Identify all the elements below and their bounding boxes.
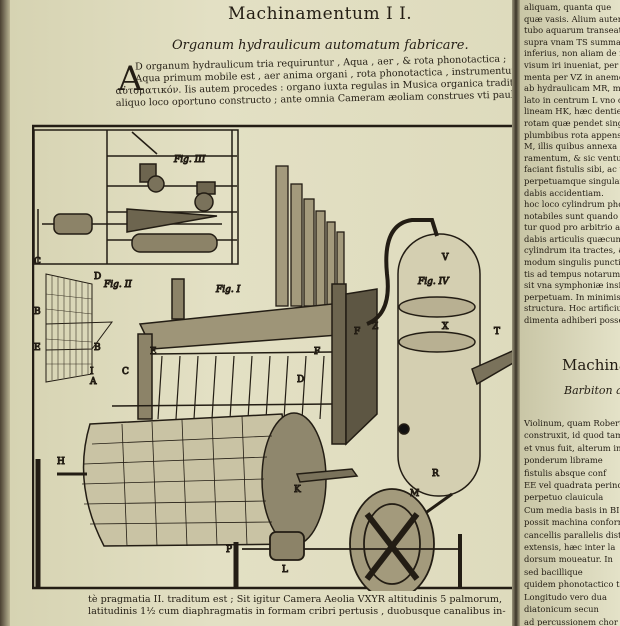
text-line: ab hydraulicam MR, multiplis	[524, 83, 620, 94]
fig3-gear-mechanism	[33, 129, 239, 265]
text-line: et vnus fuit, alterum inter	[524, 442, 620, 453]
text-line: plumbibus rota appensi mar	[524, 129, 620, 140]
text-line: ramentum, & sic ventus	[524, 152, 620, 163]
text-line: dabis articulis quæcunque qu	[524, 233, 620, 244]
letter-D: D	[297, 375, 304, 385]
wind-chest	[111, 278, 378, 446]
letter-D-fig2: D	[94, 272, 101, 282]
text-line: perpetuam. In minimis en	[524, 291, 620, 302]
text-line: ad percussionem chor	[524, 616, 618, 626]
letter-X: X	[442, 322, 449, 332]
text-line: Longitudo vero dua	[524, 591, 608, 602]
letter-F: F	[314, 347, 320, 357]
text-line: fistulis absque conf	[524, 467, 607, 478]
text-line: quæ vasis. Alium autem ca	[524, 13, 620, 24]
letter-I: I	[90, 367, 94, 377]
text-line: visum iri inueniat, per cerebratu	[524, 59, 620, 70]
text-line: tur quod pro arbitrio adim	[524, 222, 620, 233]
letter-B-fig2: B	[94, 343, 101, 353]
label-fig2: Fig. II	[103, 280, 132, 290]
text-line: ponderum librame	[524, 455, 603, 466]
text-line: modum singulis punctis	[524, 257, 620, 268]
text-line: dorsum moueatur. In	[524, 554, 613, 565]
right-page-text-bottom: Violinum, quam Robertus construxit, id qu…	[524, 417, 620, 626]
text-line: supra vnam TS summa tenditur	[524, 36, 620, 47]
text-line: dabis accidentiam.	[524, 187, 604, 198]
aeolian-chamber	[366, 218, 521, 536]
letter-R: R	[432, 469, 439, 479]
letter-E-fig2: E	[34, 343, 41, 353]
text-line: cancellis parallelis dist	[524, 529, 620, 540]
letter-C-fig2: C	[34, 257, 41, 267]
intro-paragraph: D organum hydraulicum tria requiruntur ,…	[115, 54, 543, 110]
text-line: perpetuamque singularum fistu	[524, 175, 620, 186]
right-page-subtitle: Barbiton automa	[564, 384, 620, 397]
text-line: quidem phonotactico to	[524, 579, 620, 590]
letter-Z: Z	[372, 322, 378, 332]
text-line: construxit, id quod tamen tr	[524, 430, 620, 441]
text-line: structura. Hoc artificium a	[524, 303, 620, 314]
letter-E: E	[150, 347, 157, 357]
page-title: Machinamentum I I.	[228, 4, 413, 24]
letter-B: B	[34, 307, 41, 317]
text-line: tubo aquarum transeat intra a	[524, 25, 620, 36]
label-fig4: Fig. IV	[417, 277, 450, 287]
text-line: diatonicum secun	[524, 604, 599, 615]
text-line: hoc loco cylindrum phonot	[524, 199, 620, 210]
book-gutter	[512, 0, 520, 626]
letter-T: T	[494, 327, 500, 337]
letter-V: V	[441, 253, 449, 263]
text-line: perpetuo clauicula	[524, 492, 604, 503]
letter-M: M	[410, 489, 419, 499]
text-line: inferius, non aliam de nou	[524, 48, 620, 59]
text-line: Violinum, quam Robertus	[524, 418, 620, 428]
text-line: lineam HK, hæc denties sun	[524, 106, 620, 117]
text-line: EE vel quadrata perinde	[524, 480, 620, 491]
text-line: M, illis quibus annexa fuit de	[524, 141, 620, 152]
book-edge-left	[0, 0, 10, 626]
text-line: aliquam, quanta que	[524, 2, 612, 12]
text-line: rotam quæ pendet singulas fi	[524, 117, 620, 128]
water-wheel	[35, 459, 462, 600]
fig2-grid	[45, 273, 114, 383]
text-line: extensis, hæc inter la	[524, 542, 616, 553]
text-line: sit vna symphoniæ insigni	[524, 280, 620, 291]
pin-cylinder	[57, 412, 359, 547]
label-fig3: Fig. III	[173, 155, 206, 165]
text-line: notabiles sunt quando ita cy	[524, 210, 620, 221]
letter-P: P	[226, 545, 232, 555]
letter-L: L	[282, 565, 288, 575]
footer-paragraph: tè pragmatia II. traditum est ; Sit igit…	[88, 594, 506, 618]
text-line: faciant fistulis sibi, ac tande	[524, 164, 620, 175]
label-fig1: Fig. I	[215, 285, 241, 295]
right-page-title: Machinam	[562, 356, 620, 374]
text-line: latitudinis 1½ cum diaphragmatis in form…	[88, 606, 506, 617]
text-line: cylindrum ita tractes, & vnoq	[524, 245, 620, 256]
text-line: tè pragmatia II. traditum est ; Sit igit…	[88, 594, 503, 605]
letter-A: A	[89, 377, 97, 387]
text-line: Cum media basis in BI	[524, 504, 620, 515]
page-subtitle: Organum hydraulicum automatum fabricare.	[172, 38, 469, 53]
letter-H: H	[57, 457, 65, 467]
letter-K: K	[294, 485, 301, 495]
letter-C: C	[122, 367, 129, 377]
text-line: menta per VZ in anemothecam	[524, 71, 620, 82]
text-line: tis ad tempus notarum valeat	[524, 268, 620, 279]
engraving-hydraulic-organ: Fig. III Fig. II Fig. I Fig. IV A B C D …	[31, 124, 521, 600]
text-line: possit machina conformar	[524, 517, 620, 528]
text-line: sed bacillique	[524, 566, 583, 577]
letter-F-fig2: F	[354, 327, 360, 337]
text-line: lato in centrum L vno cu	[524, 94, 620, 105]
drop-cap: A	[118, 59, 143, 99]
text-line: dimenta adhiberi posse.	[524, 315, 620, 326]
